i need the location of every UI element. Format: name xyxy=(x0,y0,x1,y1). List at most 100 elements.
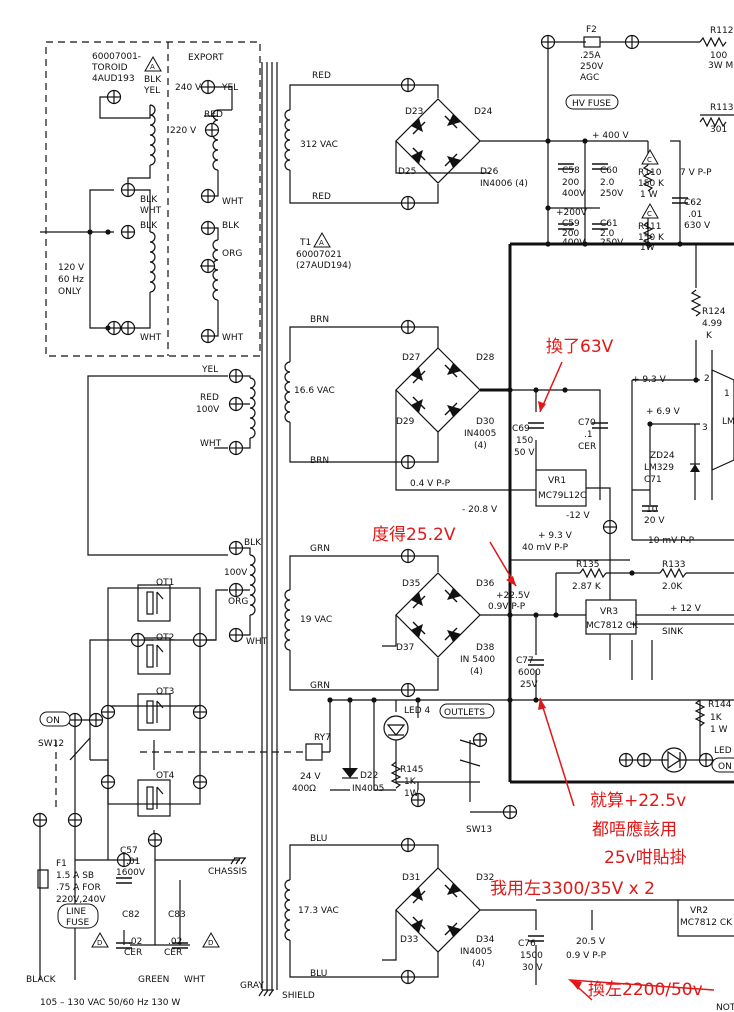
annotation-c77-3: 25v咁貼掛 xyxy=(604,848,687,868)
v69: + 6.9 V xyxy=(646,407,681,417)
outlet-section xyxy=(140,699,734,813)
d22-type: IN4005 xyxy=(352,784,384,794)
c83-r: CER xyxy=(164,948,182,958)
r110-w: 1 W xyxy=(640,190,658,200)
on-switch-label: ON xyxy=(46,716,60,726)
c82: C82 xyxy=(122,910,140,920)
c70-r: CER xyxy=(578,442,596,452)
c77-v: 6000 xyxy=(518,668,541,678)
r112-v: 100 xyxy=(710,51,727,61)
sw13: SW13 xyxy=(466,825,492,835)
annotation-c77-measure: 度得25.2V xyxy=(372,525,456,545)
c77: C77 xyxy=(516,656,534,666)
line-fuse-2: FUSE xyxy=(66,918,89,928)
aux-100v: 100V xyxy=(196,405,220,415)
aux-wht: WHT xyxy=(200,439,222,449)
d37: D37 xyxy=(396,643,414,653)
r111-w: 1W xyxy=(640,243,655,253)
sink: SINK xyxy=(662,627,684,637)
c60-v: 2.0 xyxy=(600,178,615,188)
hv-fuse-label: HV FUSE xyxy=(572,99,611,109)
r113: R113 xyxy=(710,103,733,113)
primary-220v: 220 V xyxy=(170,126,197,136)
r144-v: 1K xyxy=(710,713,723,723)
r110-v: 150 K xyxy=(638,179,665,189)
f1-rating-2: .75 A FOR xyxy=(56,883,101,893)
secondary-4-coil: BLU 17.3 VAC BLU xyxy=(284,834,537,985)
s3-bottom: GRN xyxy=(310,681,330,691)
f1: F1 xyxy=(56,859,67,869)
pin3: 3 xyxy=(702,423,708,433)
c71-v: 10 xyxy=(646,505,658,515)
r124-k: K xyxy=(706,331,713,341)
primary-org: ORG xyxy=(222,249,242,259)
wht-label: WHT xyxy=(184,975,206,985)
c57-r: 1600V xyxy=(116,868,146,878)
c76-v: 1500 xyxy=(520,951,543,961)
r111-v: 150 K xyxy=(638,233,665,243)
r144-w: 1 W xyxy=(710,725,728,735)
f1-rating-3: 220V,240V xyxy=(56,895,106,905)
c77-r: 25V xyxy=(520,680,538,690)
primary-blk: BLK xyxy=(222,221,240,231)
d30: D30 xyxy=(476,417,495,427)
c59-r: 400V xyxy=(562,238,586,248)
d35: D35 xyxy=(402,579,420,589)
c69-r: 50 V xyxy=(514,448,535,458)
r133-v: 2.0K xyxy=(662,582,683,592)
v225: +22.5V xyxy=(496,591,531,601)
green-label: GREEN xyxy=(138,975,169,985)
toroid-terminals xyxy=(106,79,220,344)
lm-fragment: LM xyxy=(722,417,734,427)
vr3-type: MC7812 CK xyxy=(586,621,639,631)
v200: +200V xyxy=(556,208,588,218)
annotation-c76-replace: 換左2200/50v xyxy=(588,980,703,1000)
toroid-labels: 60007001- TOROID 4AUD193 A BLK YEL EXPOR… xyxy=(58,52,244,343)
input-section xyxy=(32,584,275,997)
toroid-yel: YEL xyxy=(143,86,160,96)
primary-wht-2: WHT xyxy=(222,333,244,343)
ry7-v: 24 V xyxy=(300,772,321,782)
d36: D36 xyxy=(476,579,495,589)
toroid-blk: BLK xyxy=(144,75,162,85)
pp09b: 0.9 V P-P xyxy=(566,951,607,961)
aux-blk: BLK xyxy=(244,538,262,548)
c83: C83 xyxy=(168,910,186,920)
t1-label: T1 xyxy=(299,238,311,248)
s4-vac: 17.3 VAC xyxy=(298,906,339,916)
r133: R133 xyxy=(662,560,685,570)
pp10: 10 mV P-P xyxy=(648,536,695,546)
r144: R144 xyxy=(708,700,732,710)
c62-r: 630 V xyxy=(684,221,711,231)
aux-100v-b: 100V xyxy=(224,568,248,578)
r111: R111 xyxy=(638,222,661,232)
s1-vac: 312 VAC xyxy=(300,140,338,150)
c76: C76 xyxy=(518,939,536,949)
primary-wht: WHT xyxy=(222,197,244,207)
s3-top: GRN xyxy=(310,544,330,554)
r145-v: 1K xyxy=(404,777,417,787)
led-label: LED xyxy=(714,746,732,756)
s2-bottom: BRN xyxy=(310,456,329,466)
d26: D26 xyxy=(480,167,499,177)
f2-voltage: 250V xyxy=(580,62,604,72)
d32: D32 xyxy=(476,873,494,883)
v12p: + 12 V xyxy=(670,604,702,614)
d29: D29 xyxy=(396,417,415,427)
s2-top: BRN xyxy=(310,315,329,325)
pin2: 2 xyxy=(704,374,710,384)
aux-yel: YEL xyxy=(201,365,218,375)
c71: C71 xyxy=(644,475,662,485)
d34-count: (4) xyxy=(472,959,485,969)
aux-red: RED xyxy=(200,393,219,403)
opamp-area xyxy=(631,244,734,541)
aux-org: ORG xyxy=(228,597,248,607)
c57-v: .01 xyxy=(126,857,140,867)
d22: D22 xyxy=(360,771,378,781)
c70: C70 xyxy=(578,418,596,428)
ot4: OT4 xyxy=(156,771,175,781)
v12n: -12 V xyxy=(566,511,591,521)
s4-bottom: BLU xyxy=(310,969,327,979)
d23: D23 xyxy=(405,107,423,117)
